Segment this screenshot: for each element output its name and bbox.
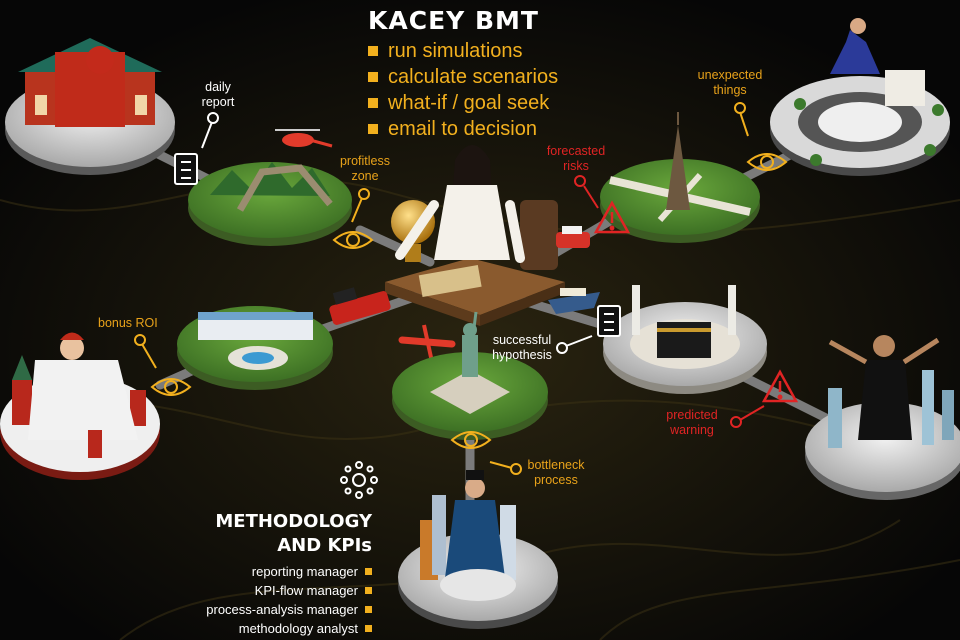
- feature-item: email to decision: [368, 116, 558, 142]
- role-item: process-analysis manager: [206, 600, 372, 619]
- great-wall-platform: [188, 162, 352, 246]
- feature-list: run simulations calculate scenarios what…: [368, 38, 558, 142]
- role-list: reporting manager KPI-flow manager proce…: [206, 562, 372, 638]
- label-bonus-roi: bonus ROI: [98, 316, 158, 330]
- eye-icon-profitless: [332, 231, 374, 249]
- skyline-platform-bottom: [398, 470, 558, 629]
- kremlin-platform: [0, 332, 160, 480]
- eye-icon-bonus: [150, 378, 192, 396]
- helicopter-illustration: [275, 129, 333, 148]
- eiffel-platform: [600, 112, 760, 243]
- methodology-title-line2: AND KPIs: [277, 535, 372, 556]
- feature-item: calculate scenarios: [368, 64, 558, 90]
- plane-illustration: [398, 324, 456, 363]
- central-desk-figure: [385, 145, 565, 326]
- arc-platform: [770, 18, 950, 176]
- methodology-title: METHODOLOGY AND KPIs: [215, 510, 372, 558]
- train-illustration: [329, 287, 391, 325]
- network-icon: [340, 461, 378, 499]
- warning-icon-forecasted: [593, 200, 631, 234]
- checklist-icon-daily: [174, 153, 198, 185]
- label-bottleneck-process: bottleneck process: [527, 458, 585, 487]
- warning-icon-predicted: [761, 369, 799, 403]
- feature-item: what-if / goal seek: [368, 90, 558, 116]
- methodology-title-line1: METHODOLOGY: [215, 511, 372, 532]
- role-item: methodology analyst: [206, 619, 372, 638]
- city-platform-right: [805, 335, 960, 500]
- page-title: KACEY BMT: [368, 6, 539, 35]
- eye-icon-bottleneck: [450, 431, 492, 449]
- eye-icon-unexpected: [746, 153, 788, 171]
- role-item: KPI-flow manager: [206, 581, 372, 600]
- label-forecasted-risks: forecasted risks: [546, 144, 606, 173]
- role-item: reporting manager: [206, 562, 372, 581]
- car-and-ship: [548, 226, 600, 314]
- label-successful-hypothesis: successful hypothesis: [492, 333, 552, 362]
- label-unexpected-things: unexpected things: [697, 68, 763, 97]
- checklist-icon-hypothesis: [597, 305, 621, 337]
- palace-garden-platform: [177, 306, 333, 390]
- label-predicted-warning: predicted warning: [666, 408, 718, 437]
- feature-item: run simulations: [368, 38, 558, 64]
- liberty-platform: [392, 311, 548, 440]
- label-daily-report: daily report: [201, 80, 235, 109]
- label-profitless-zone: profitless zone: [339, 154, 391, 183]
- asian-palace-platform: [5, 38, 175, 175]
- kaaba-platform: [603, 285, 767, 394]
- pin-icons: [134, 102, 765, 475]
